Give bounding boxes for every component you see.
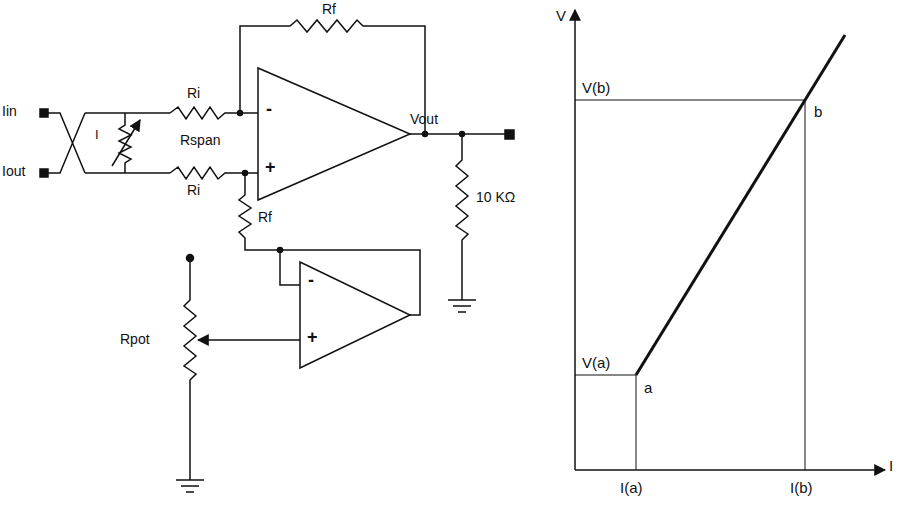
- ground-symbol: [176, 480, 204, 492]
- resistor-symbol: [240, 20, 425, 134]
- axis-value: V(b): [582, 80, 610, 97]
- ground-symbol: [448, 300, 476, 312]
- wiper-arrow: [198, 339, 300, 341]
- resistor-symbol: [170, 107, 258, 119]
- axis-label: I: [889, 458, 893, 475]
- resistor-symbol: [184, 258, 196, 480]
- resistor-symbol: [456, 134, 468, 300]
- input-sign: +: [307, 328, 318, 348]
- terminal-label: Iout: [2, 164, 25, 179]
- axis-label: V: [556, 8, 566, 25]
- resistor-label: Ri: [187, 183, 200, 198]
- wire: [85, 113, 170, 173]
- output-label: Vout: [410, 112, 438, 127]
- resistor-symbol: [239, 173, 420, 315]
- wire: [280, 250, 300, 285]
- axis-value: I(b): [790, 480, 813, 497]
- resistor-label: Ri: [187, 86, 200, 101]
- terminal-label: Iin: [2, 104, 17, 119]
- input-sign: -: [266, 100, 272, 120]
- v-axis: [574, 10, 576, 470]
- input-sign: -: [308, 271, 314, 291]
- point-label: b: [814, 104, 822, 121]
- point-label: a: [644, 380, 652, 397]
- input-sign: +: [265, 158, 276, 178]
- terminal: [40, 169, 48, 177]
- variable-arrow: [112, 120, 140, 166]
- resistor-label: Rpot: [120, 332, 150, 347]
- crossed-wires: [48, 113, 85, 173]
- resistor-label: 10 KΩ: [476, 190, 515, 205]
- resistor-label: Rspan: [180, 133, 220, 148]
- resistor-label: Rf: [322, 2, 336, 17]
- resistor-symbol: [119, 113, 131, 173]
- terminal: [505, 130, 514, 139]
- axis-value: V(a): [582, 355, 610, 372]
- terminal: [40, 109, 48, 117]
- current-label: I: [95, 128, 99, 142]
- axis-value: I(a): [620, 480, 643, 497]
- i-axis: [575, 469, 885, 471]
- opamp-symbol: [300, 262, 410, 368]
- resistor-label: Rf: [258, 210, 272, 225]
- transfer-line: [636, 35, 845, 375]
- opamp-symbol: [258, 68, 410, 200]
